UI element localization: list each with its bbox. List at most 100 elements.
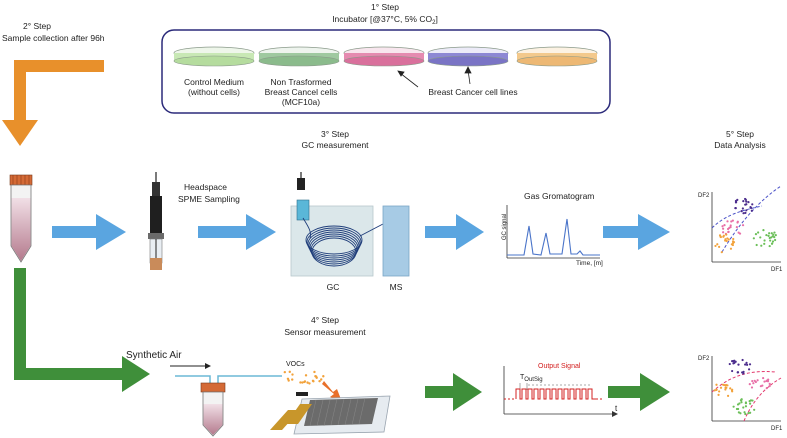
petri-dish-mcf10a [258,46,340,67]
petri-dish-cancer-orange [516,46,598,67]
voc-dot [286,377,290,380]
scatter-point-orange [721,383,725,386]
scatter-point-orange [718,390,721,393]
voc-dot [322,375,325,378]
scatter-point-purple [728,362,731,366]
scatter-point-purple [732,362,735,365]
scatter-point-orange [719,235,722,239]
scatter-point-green [744,405,748,408]
scatter-plot-bottom [711,356,782,422]
scatter-point-green [759,236,762,239]
headspace-vial [200,382,226,437]
scatter-point-pink [763,380,766,383]
scatter-point-orange [722,234,725,237]
scatter-point-purple [736,371,740,374]
scatter-point-purple [741,358,744,362]
ms-label: MS [389,282,403,292]
step1-subtitle-main: Incubator [@37°C, 5% CO [332,14,433,24]
scatter-point-orange [719,386,723,389]
scatter-point-pink [722,231,725,234]
scatter-point-green [763,242,766,245]
scatter-top-df2: DF2 [698,193,710,199]
voc-dot [312,380,315,383]
scatter-point-pink [729,224,732,227]
scatter-point-green [752,237,755,240]
dish-label-control: Control Medium (without cells) [184,77,244,97]
spme-syringe [148,172,164,270]
orange-arrow [2,60,104,146]
step4-subtitle: Sensor measurement [284,327,366,337]
step1-subtitle-end: ] [435,14,438,24]
petri-dish-cancer-purple [427,46,509,67]
scatter-point-pink [723,224,726,227]
voc-dot [283,370,287,374]
scatter-point-green [768,232,771,235]
scatter-point-green [773,231,776,234]
scatter-point-purple [731,360,734,363]
scatter-point-orange [724,384,727,387]
scatter-point-orange [718,245,721,248]
scatter-point-purple [747,201,750,204]
voc-dot [318,379,321,383]
voc-dots [283,370,325,385]
scatter-point-green [771,240,775,243]
scatter-point-green [769,239,772,242]
scatter-point-pink [751,379,754,383]
scatter-point-green [735,407,739,411]
scatter-point-orange [729,387,732,390]
step5-subtitle: Data Analysis [714,140,766,150]
scatter-point-green [774,234,777,237]
scatter-point-green [747,412,750,415]
scatter-point-pink [752,382,755,385]
scatter-point-green [744,412,747,416]
step1-subtitle-sub: 2 [432,20,436,26]
scatter-point-pink [761,384,764,387]
scatter-point-pink [737,231,740,234]
scatter-point-pink [756,379,759,382]
chromatogram-ylabel: GC signal [502,213,508,241]
scatter-point-pink [727,230,730,233]
scatter-point-orange [725,233,728,236]
voc-dot [301,381,304,384]
scatter-point-orange [715,388,718,392]
scatter-point-green [770,232,773,235]
scatter-point-orange [724,388,727,391]
scatter-point-green [753,408,756,411]
scatter-point-pink [736,220,739,223]
scatter-top-df1: DF1 [771,267,783,273]
dish-label-cancer-lines: Breast Cancer cell lines [428,87,518,97]
step2-subtitle: Sample collection after 96h [2,33,105,43]
scatter-point-green [749,411,752,414]
scatter-point-green [749,399,753,402]
scatter-point-pink [726,220,729,223]
scatter-point-purple [734,207,737,210]
voc-dot [308,382,311,385]
voc-dot [291,373,294,376]
scatter-point-purple [740,210,743,213]
scatter-point-purple [731,369,734,373]
scatter-point-orange [715,383,718,386]
scatter-point-green [767,234,770,237]
chromatogram-title: Gas Gromatogram [524,191,595,201]
green-arrow [14,268,150,392]
scatter-point-pink [728,226,731,229]
step5-title: 5° Step [726,129,754,139]
scatter-point-pink [765,379,768,383]
synthetic-air-label: Synthetic Air [126,350,182,361]
scatter-point-orange [730,243,733,246]
scatter-point-pink [754,380,757,384]
sample-tube [9,174,33,263]
scatter-point-green [740,401,743,404]
scatter-point-orange [726,394,730,397]
scatter-point-purple [742,212,745,215]
scatter-point-green [760,244,763,247]
voc-dot [304,374,308,377]
output-signal-t-label: t [615,404,618,413]
scatter-point-purple [750,209,753,212]
step1-subtitle: Incubator [@37°C, 5% CO2] [300,14,470,28]
voc-dot [320,378,323,381]
scatter-point-orange [716,243,719,246]
voc-dot [313,370,316,374]
scatter-point-purple [749,206,753,210]
step3-subtitle: GC measurement [301,140,369,150]
